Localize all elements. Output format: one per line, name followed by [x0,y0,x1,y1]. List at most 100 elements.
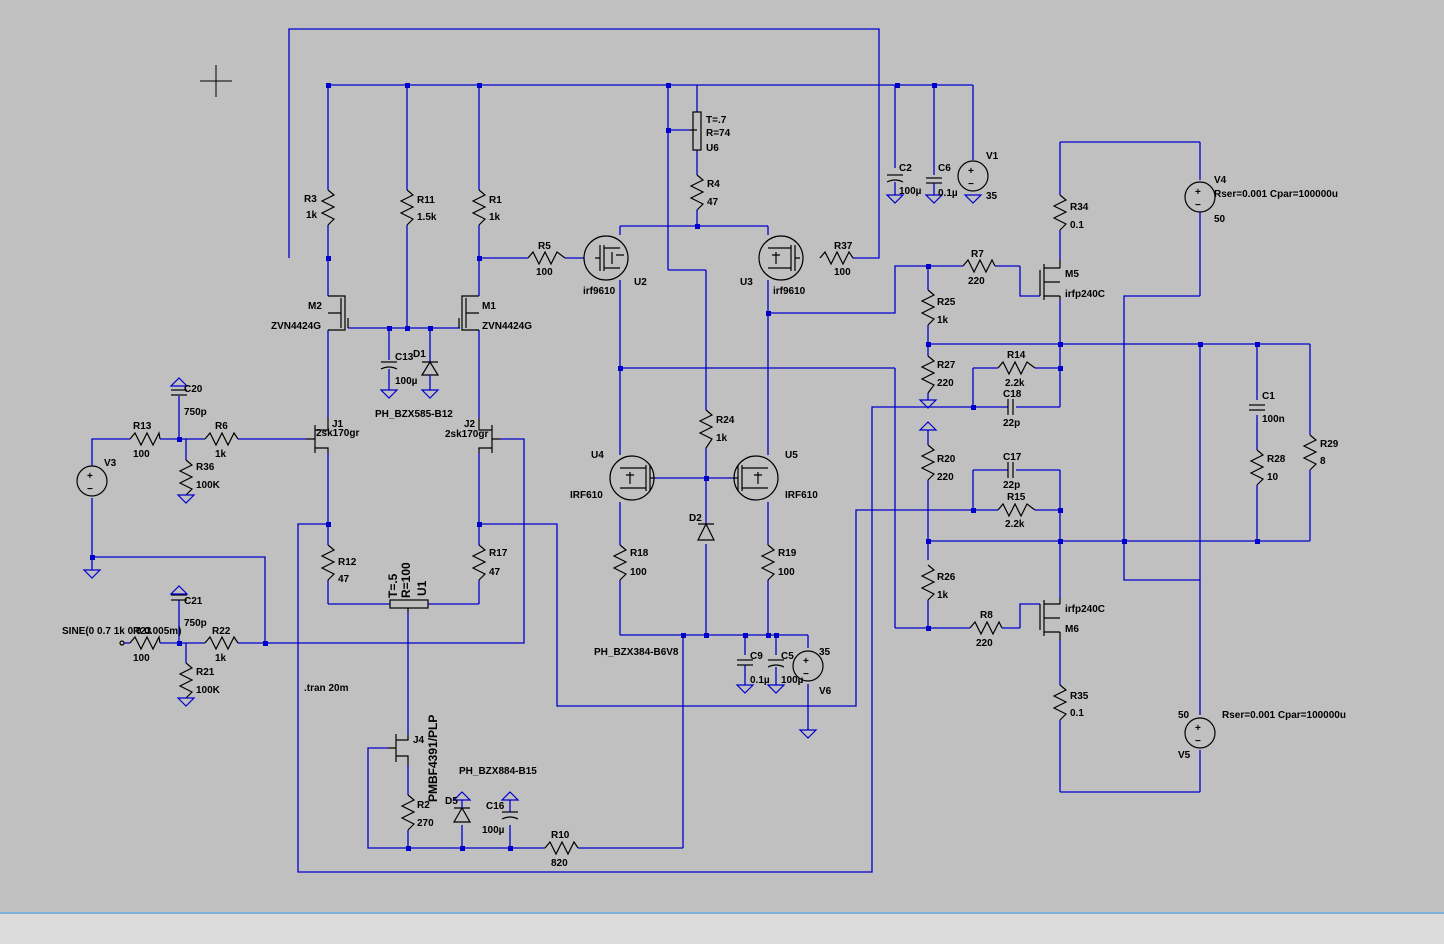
diode-symbols [420,360,715,823]
label-V1: V1 [986,151,999,162]
svg-text:−: − [968,179,974,190]
value-R19: 100 [778,567,795,578]
value-R24: 1k [716,433,728,444]
value-U3: irf9610 [773,286,806,297]
potentiometer-symbols [389,111,702,612]
label-U2: U2 [634,277,647,288]
value-M6: irfp240C [1065,604,1105,615]
label-C5: C5 [781,651,794,662]
label-U6: U6 [706,143,719,154]
value-R37: 100 [834,267,851,278]
R35-symbol [1052,684,1068,721]
label-R4: R4 [707,179,720,190]
label-R35: R35 [1070,691,1089,702]
R25-symbol [920,289,936,326]
capacitor-symbols [171,174,1265,820]
value-R36: 100K [196,480,221,491]
svg-text:−: − [803,669,809,680]
R11-symbol [399,189,415,226]
R21-symbol [178,662,194,699]
wires [91,28,1311,873]
R34-symbol [1052,194,1068,231]
value-R28: 10 [1267,472,1279,483]
label-C20: C20 [184,384,203,395]
value-V5: 50 [1178,710,1190,721]
value-C16: 100µ [482,825,505,836]
label-C9: C9 [750,651,763,662]
value-M5: irfp240C [1065,289,1105,300]
label-J4: J4 [413,735,425,746]
R4-symbol [689,174,705,211]
label-U4: U4 [591,450,604,461]
junctions [90,83,1260,851]
label-U1: U1 [415,580,429,596]
value-R35: 0.1 [1070,708,1084,719]
value-C17: 22p [1003,480,1020,491]
R1-symbol [471,189,487,226]
R13-symbol [129,431,161,447]
label-M2: M2 [308,301,322,312]
value-R18: 100 [630,567,647,578]
value-D1: PH_BZX585-B12 [375,409,453,420]
value-R25: 1k [937,315,949,326]
value-R4: 47 [707,197,719,208]
component-labels: R3 1k R11 1.5k R1 1k R5 100 R37 100 T=.7… [62,115,1346,869]
R23-symbol [129,635,161,651]
svg-text:+: + [87,471,93,482]
label-V3: V3 [104,458,117,469]
R19-symbol [760,544,776,581]
status-bar [0,912,1444,944]
R22-symbol [204,635,239,651]
R36-symbol [178,459,194,496]
label-C13: C13 [395,352,414,363]
label-R22: R22 [212,626,231,637]
svg-text:+: + [1195,187,1201,198]
value-R12: 47 [338,574,350,585]
voltage-source-symbols: +− +− +− +− +− [76,160,1216,749]
value-R6: 1k [215,449,227,460]
label-R3: R3 [304,194,317,205]
value-D2: PH_BZX384-B6V8 [594,647,679,658]
label-R6: R6 [215,421,228,432]
label-R29: R29 [1320,439,1339,450]
R29-symbol [1302,434,1318,471]
R18-symbol [612,544,628,581]
label-R11: R11 [417,195,435,206]
value-J4: PMBF4391/PLP [426,715,440,802]
R2-symbol [400,794,416,831]
value-R29: 8 [1320,456,1326,467]
label-M6: M6 [1065,624,1079,635]
label-U6-res: R=74 [706,128,731,139]
label-R26: R26 [937,572,956,583]
label-R36: R36 [196,462,215,473]
R3-symbol [320,189,336,226]
R7-symbol [962,258,996,274]
value-V6: 35 [819,647,831,658]
label-D5: D5 [445,796,458,807]
label-R27: R27 [937,360,956,371]
R12-symbol [320,544,336,581]
R28-symbol [1249,449,1265,486]
value-R20: 220 [937,472,954,483]
R15-symbol [997,502,1036,518]
value-U4: IRF610 [570,490,603,501]
value-R7: 220 [968,276,985,287]
value-J1: 2sk170gr [316,428,359,439]
label-R12: R12 [338,557,357,568]
label-R20: R20 [937,454,956,465]
label-R5: R5 [538,241,551,252]
value-C21: 750p [184,618,207,629]
label-R37: R37 [834,241,853,252]
label-V4: V4 [1214,175,1227,186]
label-R24: R24 [716,415,735,426]
label-R28: R28 [1267,454,1286,465]
label-C18: C18 [1003,389,1022,400]
value-V4: 50 [1214,214,1226,225]
label-U6-temp: T=.7 [706,115,727,126]
R24-symbol [698,409,714,449]
label-C6: C6 [938,163,951,174]
label-R2: R2 [417,800,430,811]
value-R21: 100K [196,685,221,696]
value-D5: PH_BZX884-B15 [459,766,537,777]
